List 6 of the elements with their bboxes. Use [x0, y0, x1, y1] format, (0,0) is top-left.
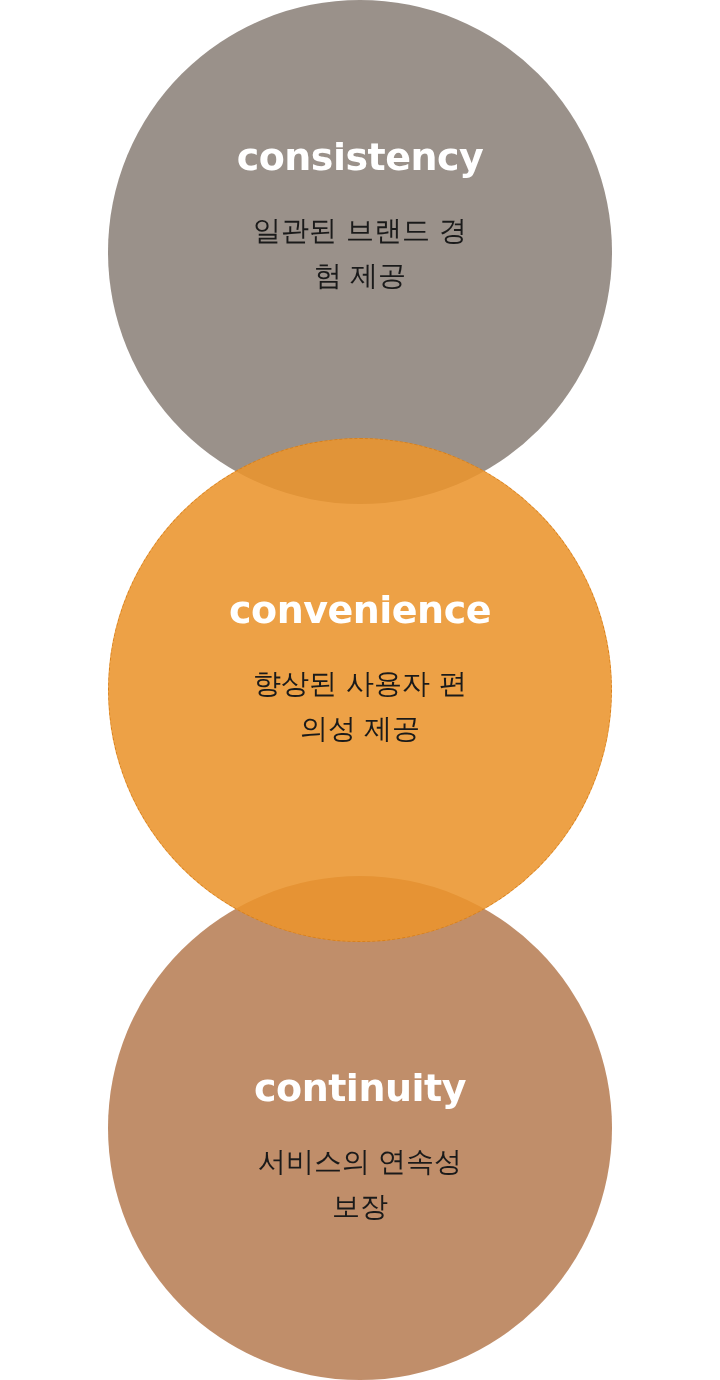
circle-heading: convenience	[229, 588, 491, 633]
circle-heading: consistency	[236, 135, 484, 180]
circle-description: 서비스의 연속성 보장	[256, 1144, 464, 1225]
circle-description: 일관된 브랜드 경험 제공	[252, 213, 468, 294]
circle-description: 향상된 사용자 편의성 제공	[252, 666, 468, 747]
circle-heading: continuity	[254, 1066, 466, 1111]
